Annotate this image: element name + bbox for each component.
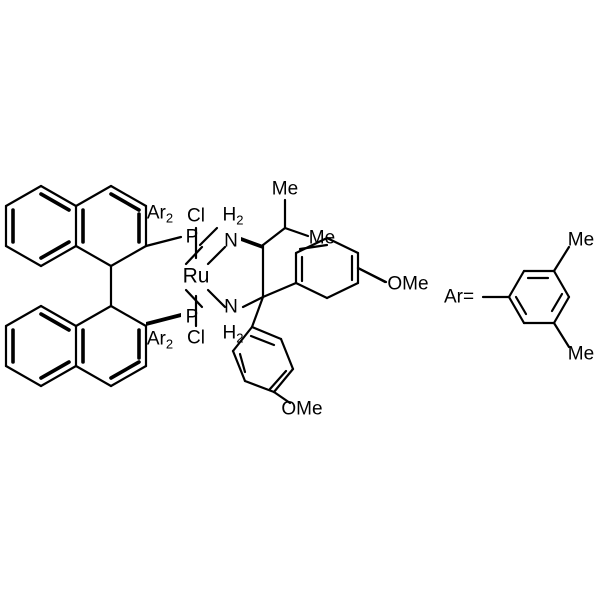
label-nh2-top: H2: [222, 204, 244, 228]
upper-naphthalene-right-ring: [74, 184, 148, 268]
bond-p-upper-to-ru: [184, 245, 204, 266]
bond-naphthyl-to-p-upper: [144, 235, 183, 248]
label-xylyl-me-bottom: Me: [567, 343, 595, 365]
aryl-right-ring: [294, 236, 360, 300]
bond-p-top-ru: [198, 226, 219, 247]
label-ar2-top: Ar2: [146, 202, 174, 226]
bond-xylyl-me-bottom: [552, 321, 571, 349]
bond-p-lower-to-ru: [184, 288, 204, 309]
label-me-right: Me: [308, 227, 336, 249]
bond-c1-aryl-right: [261, 281, 298, 299]
bond-c1-aryl-bottom: [250, 295, 265, 329]
label-cl-bottom: Cl: [187, 327, 205, 349]
label-p-bottom: P: [185, 306, 199, 328]
bond-c2-ipr-ch: [261, 226, 287, 247]
bond-aryl-bottom-to-ome: [272, 390, 292, 405]
label-me-upper: Me: [271, 178, 299, 200]
aryl-bottom-ring: [231, 325, 295, 394]
label-xylyl-me-top: Me: [567, 229, 595, 251]
xylyl-ring: [507, 269, 571, 325]
label-ome-right: OMe: [387, 273, 429, 295]
bond-aryl-right-to-ome: [356, 266, 388, 284]
label-nh2-bottom: H2: [222, 322, 244, 346]
bond-naphthyl-to-p-lower-wedge: [146, 313, 181, 326]
bond-n-bottom-c1: [241, 295, 265, 309]
bond-ipr-me-right: [283, 226, 310, 238]
label-ar-definition: Ar=: [443, 286, 475, 308]
bond-ru-n-top: [206, 245, 227, 266]
label-ar2-bottom: Ar2: [146, 328, 174, 352]
label-ome-bottom: OMe: [281, 398, 323, 420]
bond-ru-n-bottom: [206, 288, 227, 309]
bond-xylyl-me-top: [552, 245, 571, 273]
bond-c2-n-wedge: [241, 237, 263, 249]
label-n-top: N: [224, 230, 238, 252]
upper-naphthalene-left-ring: [4, 184, 78, 268]
label-n-bottom: N: [224, 296, 238, 318]
label-cl-top: Cl: [187, 205, 205, 227]
label-p-top: P: [185, 226, 199, 248]
lower-naphthalene-right-ring: [74, 304, 148, 388]
lower-naphthalene-left-ring: [4, 304, 78, 388]
label-ru: Ru: [182, 264, 210, 288]
